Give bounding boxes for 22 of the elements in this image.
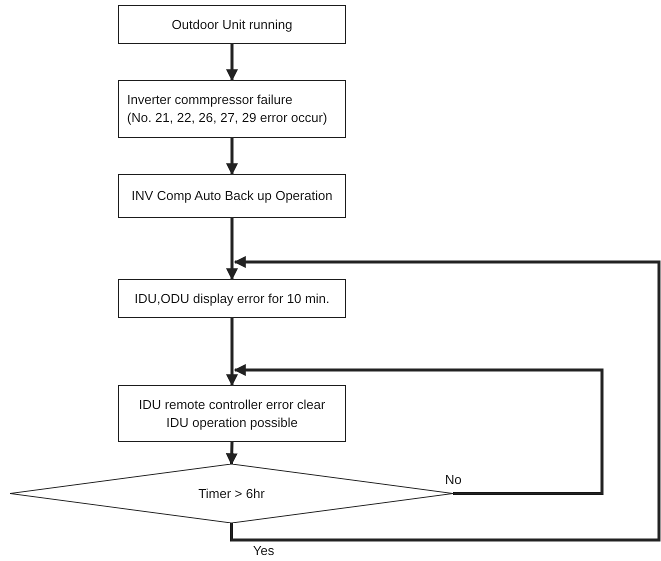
arrow — [226, 318, 238, 386]
node-text: IDU operation possible — [166, 414, 298, 432]
process-box — [118, 385, 346, 442]
node-text: INV Comp Auto Back up Operation — [132, 187, 332, 205]
node-text: IDU,ODU display error for 10 min. — [134, 290, 330, 308]
node-text: Timer > 6hr — [198, 484, 265, 502]
process-box — [118, 174, 346, 218]
edge-label: Yes — [252, 543, 276, 558]
arrow — [230, 256, 660, 542]
arrow — [234, 364, 604, 495]
node-text: Inverter commpressor failure — [127, 91, 292, 109]
arrow — [226, 138, 238, 176]
node-text: Outdoor Unit running — [172, 16, 292, 34]
process-box — [118, 5, 346, 44]
arrow — [226, 218, 238, 280]
arrow — [226, 442, 238, 466]
process-box — [118, 279, 346, 318]
process-box — [118, 80, 346, 138]
arrow — [226, 44, 238, 82]
edge-label: No — [444, 472, 463, 487]
node-text: IDU remote controller error clear — [138, 396, 326, 414]
node-text: (No. 21, 22, 26, 27, 29 error occur) — [127, 109, 328, 127]
